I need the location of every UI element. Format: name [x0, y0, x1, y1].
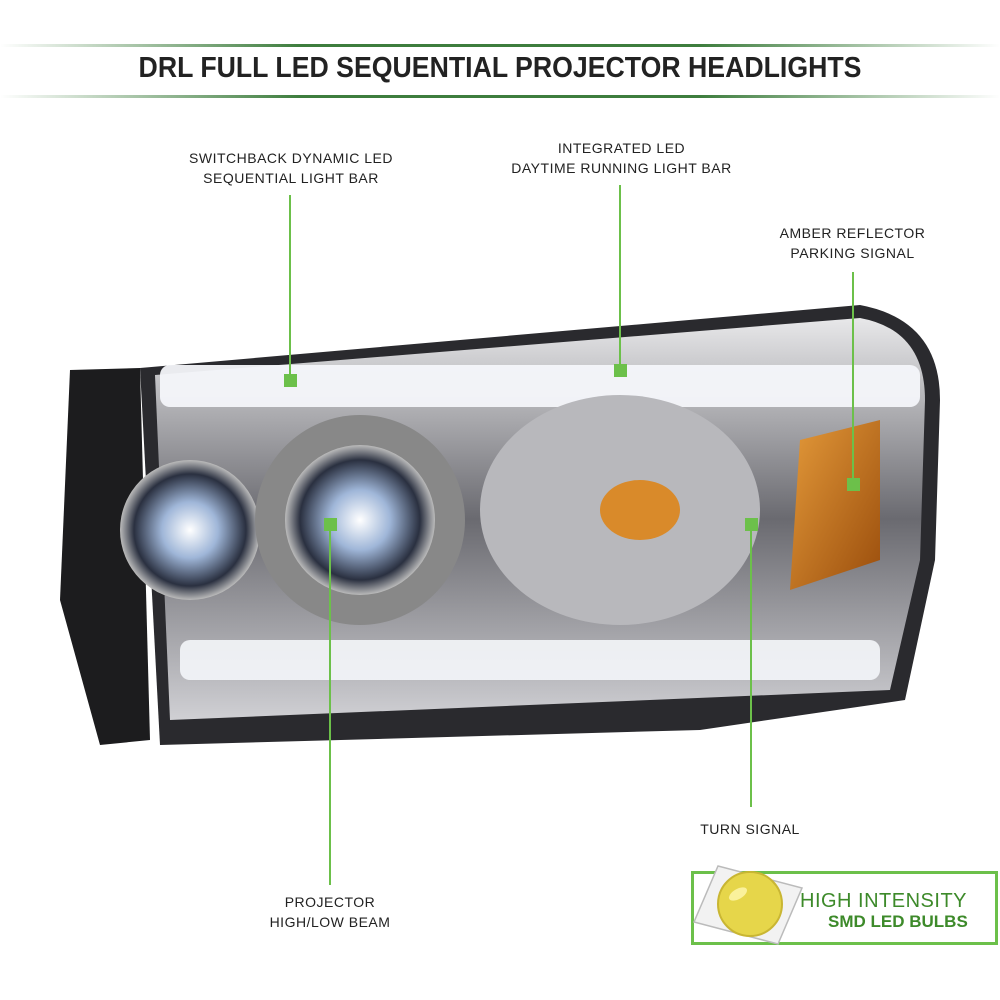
- callout-line: [619, 185, 621, 370]
- callout-marker: [284, 374, 297, 387]
- callout-amber: AMBER REFLECTOR PARKING SIGNAL: [779, 225, 926, 261]
- callout-line: [289, 195, 291, 380]
- callout-turn: TURN SIGNAL: [700, 821, 800, 837]
- top-rule: [0, 44, 1000, 47]
- callout-marker: [745, 518, 758, 531]
- page-title: DRL FULL LED SEQUENTIAL PROJECTOR HEADLI…: [138, 52, 862, 84]
- smd-led-chip-icon: [692, 865, 804, 945]
- callout-marker: [614, 364, 627, 377]
- callout-drl: INTEGRATED LED DAYTIME RUNNING LIGHT BAR: [511, 140, 732, 176]
- callout-marker: [324, 518, 337, 531]
- bottom-rule: [0, 95, 1000, 98]
- callout-marker: [847, 478, 860, 491]
- callout-switchback: SWITCHBACK DYNAMIC LED SEQUENTIAL LIGHT …: [189, 150, 393, 186]
- callout-line: [852, 272, 854, 484]
- callout-line: [750, 525, 752, 807]
- callout-line: [329, 525, 331, 885]
- callout-projector: PROJECTOR HIGH/LOW BEAM: [269, 894, 391, 930]
